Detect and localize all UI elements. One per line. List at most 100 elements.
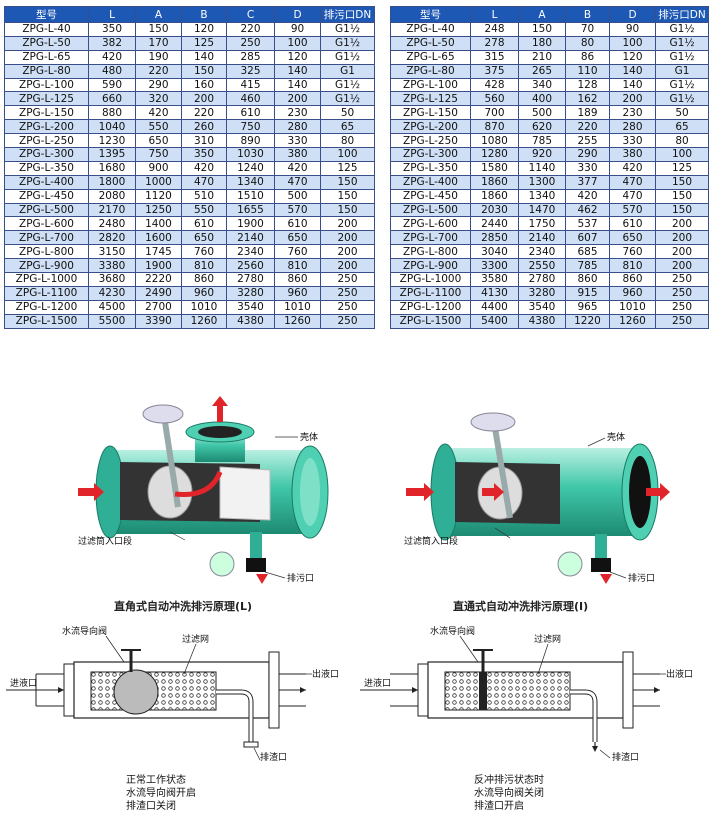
table-cell: 760: [274, 244, 321, 260]
table-cell: 3390: [135, 313, 182, 329]
table-cell: 650: [181, 230, 227, 246]
handwheel: [142, 404, 184, 424]
table-cell: 480: [88, 63, 136, 79]
col-header: B: [181, 6, 227, 23]
table-cell: ZPG-L-125: [390, 91, 471, 107]
table-cell: 5400: [470, 313, 519, 329]
table-cell: 290: [565, 147, 610, 162]
table-cell: 1680: [88, 160, 136, 176]
handwheel: [470, 412, 516, 432]
table-cell: 2560: [226, 258, 275, 274]
table-cell: 1395: [88, 147, 136, 162]
table-cell: 150: [655, 188, 709, 204]
table-cell: ZPG-L-40: [390, 22, 471, 37]
table-cell: 250: [320, 299, 375, 315]
table-cell: 400: [518, 91, 566, 107]
table-cell: 120: [181, 22, 227, 37]
table-cell: 550: [135, 119, 182, 135]
guide-valve-closed: [479, 672, 487, 710]
table-cell: 350: [181, 147, 227, 162]
table-cell: 2780: [226, 272, 275, 287]
table-cell: 420: [274, 160, 321, 176]
table-cell: 290: [135, 77, 182, 93]
col-header: C: [226, 6, 275, 23]
table-cell: 462: [565, 202, 610, 218]
table-cell: 1580: [470, 160, 519, 176]
note-line: 水流导向阀关闭: [474, 788, 544, 799]
label-drain: 排污口: [287, 572, 314, 584]
table-cell: 760: [181, 244, 227, 260]
table-cell: 200: [320, 258, 375, 274]
table-cell: 70: [565, 22, 610, 37]
table-cell: 80: [655, 133, 709, 149]
table-cell: 250: [320, 313, 375, 329]
table-cell: ZPG-L-65: [4, 49, 89, 65]
table-header-row: 型号 L A B D 排污口DN: [390, 6, 709, 23]
table-cell: 260: [181, 119, 227, 135]
table-cell: 2220: [135, 272, 182, 287]
table-cell: 380: [609, 147, 656, 162]
table-cell: 120: [609, 49, 656, 65]
backwash-state-notes: 反冲排污状态时 水流导向阀关闭 排渣口开启: [474, 774, 544, 813]
table-cell: ZPG-L-65: [390, 49, 471, 65]
outlet-flange: [622, 651, 634, 729]
table-cell: 1745: [135, 244, 182, 260]
flow-in-arrow: [78, 483, 104, 501]
table-cell: 125: [655, 160, 709, 176]
flow-internal-arrow: [174, 470, 223, 498]
table-cell: 4380: [518, 313, 566, 329]
table-cell: ZPG-L-150: [4, 105, 89, 121]
col-header: D: [274, 6, 321, 23]
table-cell: 620: [518, 119, 566, 135]
table-cell: 700: [470, 105, 519, 121]
table-cell: 3150: [88, 244, 136, 260]
table-cell: 315: [470, 49, 519, 65]
table-cell: ZPG-L-800: [4, 244, 89, 260]
table-cell: 750: [226, 119, 275, 135]
table-cell: G1½: [320, 49, 375, 65]
table-cell: 140: [274, 63, 321, 79]
table-cell: 3280: [226, 285, 275, 301]
table-cell: ZPG-L-1500: [390, 313, 471, 329]
drain-arrow: [256, 574, 268, 584]
table-cell: 2140: [518, 230, 566, 246]
table-cell: 280: [609, 119, 656, 135]
table-cell: 200: [655, 258, 709, 274]
table-cell: 2480: [88, 216, 136, 232]
table-cell: ZPG-L-1000: [4, 272, 89, 287]
col-header: B: [565, 6, 610, 23]
table-cell: ZPG-L-1500: [4, 313, 89, 329]
note-line: 水流导向阀开启: [126, 788, 196, 799]
table-cell: 200: [655, 216, 709, 232]
table-header-row: 型号 L A B C D 排污口DN: [4, 6, 375, 23]
inlet-flange: [63, 663, 75, 717]
table-cell: 4400: [470, 299, 519, 315]
label-outlet: 出液口: [666, 668, 693, 680]
table-cell: 550: [181, 202, 227, 218]
note-line: 反冲排污状态时: [474, 775, 544, 786]
table-cell: 150: [655, 202, 709, 218]
table-cell: ZPG-L-200: [390, 119, 471, 135]
table-cell: 570: [609, 202, 656, 218]
table-cell: 110: [565, 63, 610, 79]
col-header: A: [518, 6, 566, 23]
label-filter-inlet: 过滤筒入口段: [404, 535, 458, 547]
table-cell: 460: [226, 91, 275, 107]
table-cell: 150: [181, 63, 227, 79]
table-cell: 1655: [226, 202, 275, 218]
table-cell: 1040: [88, 119, 136, 135]
table-cell: 200: [609, 91, 656, 107]
table-cell: 200: [274, 91, 321, 107]
